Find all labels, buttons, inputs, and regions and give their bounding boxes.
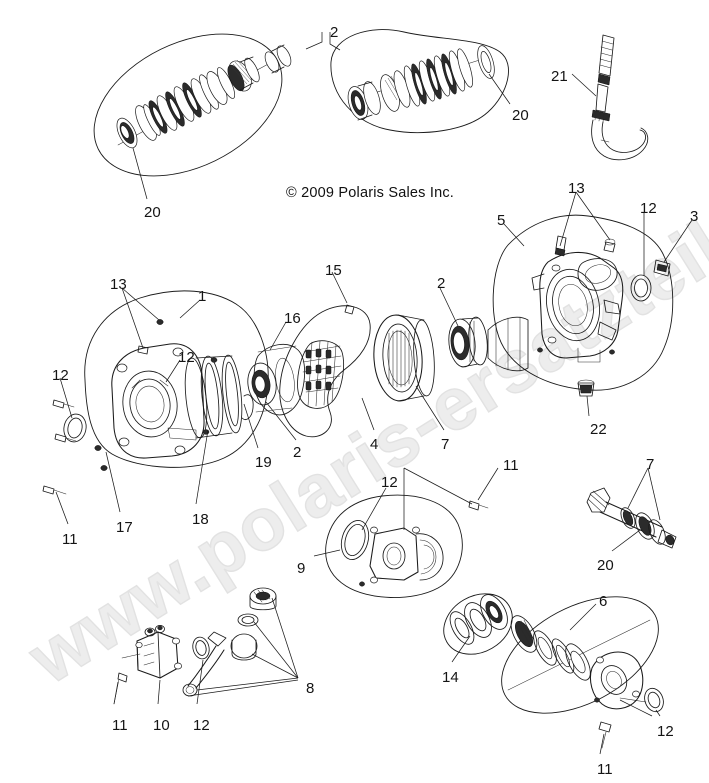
callout-number: 10 <box>153 717 170 734</box>
callout-number: 1 <box>198 288 207 305</box>
callout-number: 11 <box>112 717 128 734</box>
callout-number: 3 <box>690 208 699 225</box>
copyright-notice: © 2009 Polaris Sales Inc. <box>286 185 455 201</box>
group-bottom-center-linkage <box>182 587 299 697</box>
group-vent-hose <box>571 34 649 161</box>
group-right-shaft <box>586 467 677 552</box>
callout-number: 2 <box>437 275 446 292</box>
callout-number: 15 <box>325 262 342 279</box>
group-top-center-clutch-pack <box>329 29 511 134</box>
callout-number: 12 <box>178 349 195 366</box>
group-top-left-clutch-pack <box>93 32 323 200</box>
group-left-housing <box>42 287 306 525</box>
callout-number: 12 <box>52 367 69 384</box>
callout-number: 14 <box>442 669 459 686</box>
callout-number: 17 <box>116 519 133 536</box>
callout-number: 12 <box>193 717 210 734</box>
callout-number: 21 <box>551 68 568 85</box>
callout-number: 2 <box>330 24 339 41</box>
callout-number: 18 <box>192 511 209 528</box>
callout-number: 20 <box>144 204 161 221</box>
callout-number: 12 <box>640 200 657 217</box>
group-center-hub <box>279 271 529 438</box>
callout-number: 12 <box>381 474 398 491</box>
callout-number: 7 <box>646 456 655 473</box>
callout-number: 9 <box>297 560 306 577</box>
callout-number: 5 <box>497 212 506 229</box>
group-bottom-left-motor <box>113 624 210 705</box>
callout-number: 7 <box>441 436 450 453</box>
callout-number: 13 <box>110 276 127 293</box>
group-right-housing <box>492 191 693 417</box>
group-center-pump <box>313 467 499 598</box>
callout-number: 11 <box>503 457 519 474</box>
callout-number: 11 <box>62 531 78 548</box>
callout-number: 11 <box>597 761 613 778</box>
callout-number: 2 <box>293 444 302 461</box>
callout-number: 13 <box>568 180 585 197</box>
callout-number: 6 <box>599 593 608 610</box>
callout-number: 20 <box>597 557 614 574</box>
group-bottom-right-hub <box>443 593 664 755</box>
callout-number: 19 <box>255 454 272 471</box>
callout-number: 22 <box>590 421 607 438</box>
callout-number: 16 <box>284 310 301 327</box>
callout-number: 8 <box>306 680 315 697</box>
callout-number: 4 <box>370 436 379 453</box>
callout-number: 12 <box>657 723 674 740</box>
callout-number: 20 <box>512 107 529 124</box>
